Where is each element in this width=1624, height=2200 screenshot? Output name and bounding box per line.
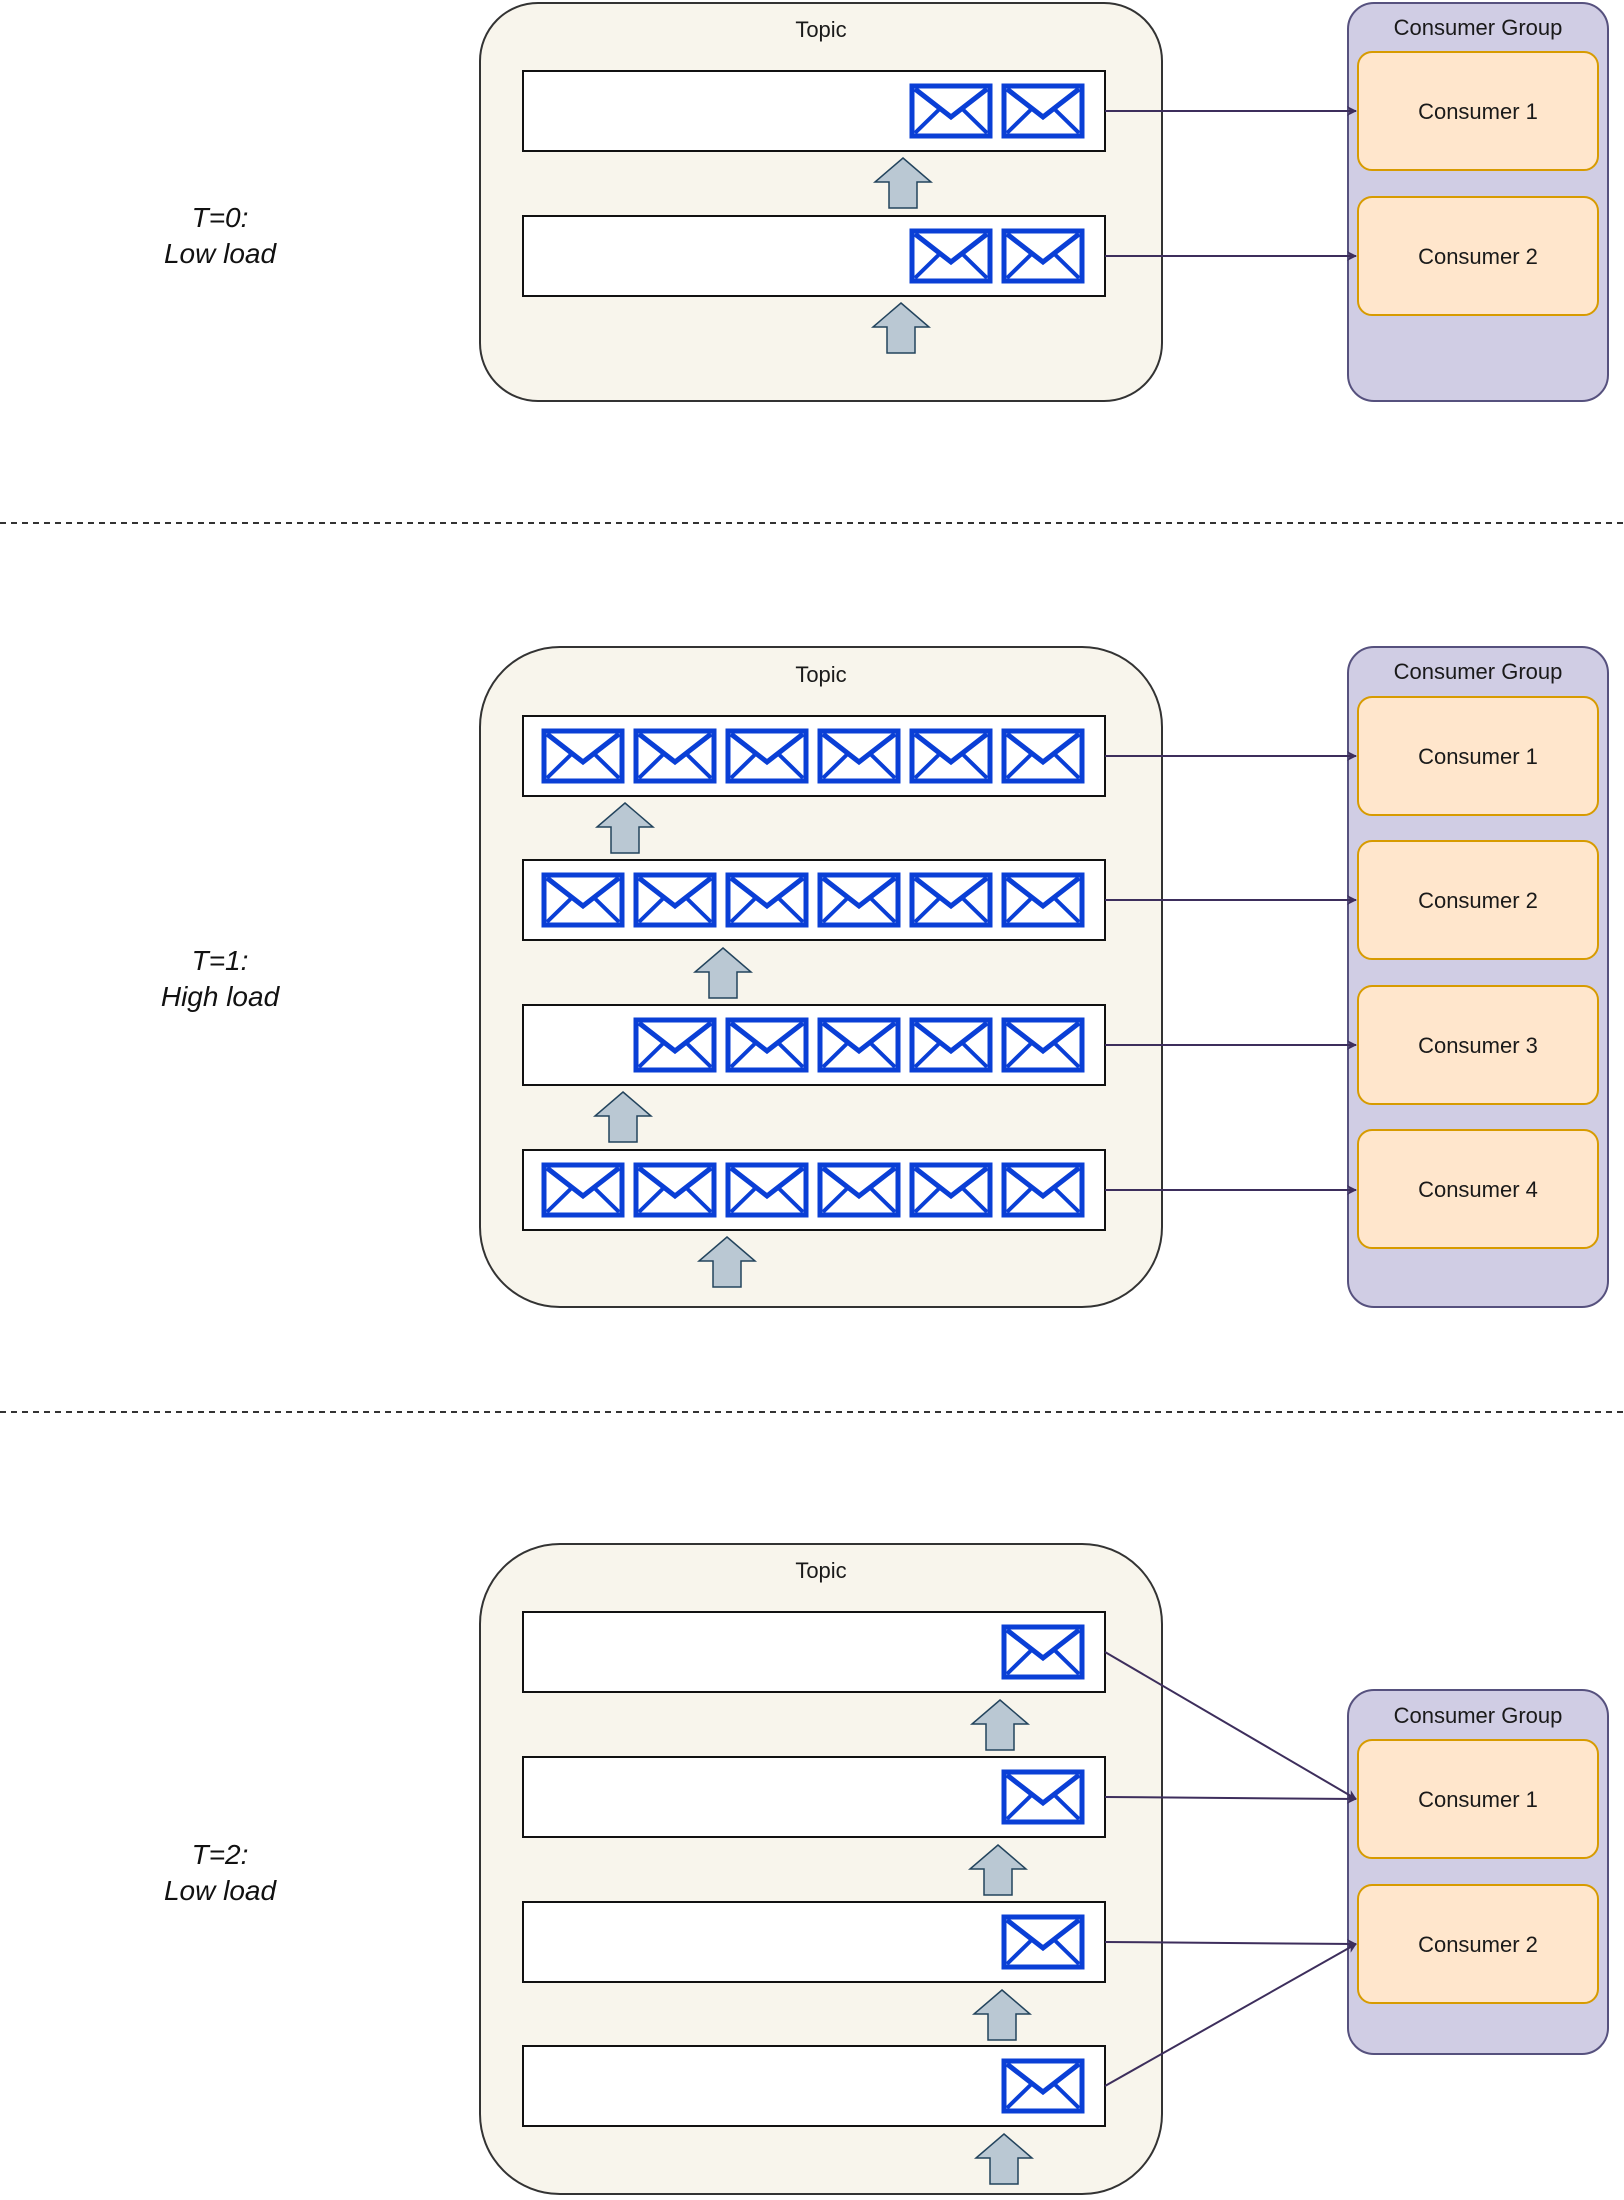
load-label: Low load [164, 238, 278, 269]
consumer-box: Consumer 2 [1357, 196, 1599, 316]
envelope-icon [1001, 728, 1085, 784]
envelope-icon [817, 872, 901, 928]
partition [522, 859, 1106, 941]
envelope-icon [633, 872, 717, 928]
envelope-icon [725, 872, 809, 928]
load-label: High load [161, 981, 281, 1012]
connector-arrow [1104, 1943, 1357, 2087]
partition [522, 1149, 1106, 1231]
up-arrow-icon [872, 157, 934, 209]
envelope-icon [541, 1162, 625, 1218]
up-arrow-icon [967, 1844, 1029, 1896]
consumer-label: Consumer 1 [1418, 744, 1538, 769]
up-arrow-icon [969, 1699, 1031, 1751]
envelope-icon [1001, 2058, 1085, 2114]
envelope-icon [1001, 228, 1085, 284]
envelope-icon [1001, 1769, 1085, 1825]
consumer-label: Consumer 2 [1418, 1932, 1538, 1957]
envelope-icon [1001, 1017, 1085, 1073]
up-arrow-icon [594, 802, 656, 854]
consumer-group-label: Consumer Group [1394, 1703, 1563, 1728]
connector-arrow [1104, 1793, 1357, 1804]
partition [522, 715, 1106, 797]
consumer-box: Consumer 1 [1357, 51, 1599, 171]
consumer-group-label: Consumer Group [1394, 15, 1563, 40]
topic-container [479, 2, 1163, 402]
topic-label: Topic [795, 662, 846, 687]
envelope-icon [541, 728, 625, 784]
up-arrow-icon [973, 2133, 1035, 2185]
up-arrow-icon [971, 1989, 1033, 2041]
envelope-icon [909, 872, 993, 928]
partition [522, 215, 1106, 297]
up-arrow-icon [692, 947, 754, 999]
envelope-icon [817, 1017, 901, 1073]
envelope-icon [633, 1017, 717, 1073]
partition [522, 1611, 1106, 1693]
envelope-icon [1001, 83, 1085, 139]
partition [522, 70, 1106, 152]
envelope-icon [909, 1017, 993, 1073]
envelope-icon [725, 1162, 809, 1218]
consumer-box: Consumer 4 [1357, 1129, 1599, 1249]
topic-label: Topic [795, 1558, 846, 1583]
envelope-icon [1001, 1162, 1085, 1218]
envelope-icon [909, 1162, 993, 1218]
envelope-icon [1001, 1914, 1085, 1970]
topic-label: Topic [795, 17, 846, 42]
partition [522, 2045, 1106, 2127]
envelope-icon [725, 1017, 809, 1073]
connector-arrow [1104, 1938, 1357, 1949]
consumer-box: Consumer 1 [1357, 1739, 1599, 1859]
time-label: T=2: [192, 1839, 249, 1870]
envelope-icon [725, 728, 809, 784]
envelope-icon [1001, 1624, 1085, 1680]
up-arrow-icon [696, 1236, 758, 1288]
envelope-icon [633, 728, 717, 784]
consumer-label: Consumer 2 [1418, 888, 1538, 913]
connector-arrow [1104, 1651, 1357, 1800]
envelope-icon [817, 1162, 901, 1218]
consumer-label: Consumer 4 [1418, 1177, 1538, 1202]
up-arrow-icon [592, 1091, 654, 1143]
consumer-label: Consumer 1 [1418, 99, 1538, 124]
scenario-t0: T=0: Low load Topic Consumer Group Consu… [164, 2, 1609, 402]
consumer-box: Consumer 3 [1357, 985, 1599, 1105]
envelope-icon [633, 1162, 717, 1218]
partition [522, 1901, 1106, 1983]
envelope-icon [909, 728, 993, 784]
consumer-box: Consumer 2 [1357, 840, 1599, 960]
time-label: T=0: [192, 202, 249, 233]
consumer-box: Consumer 2 [1357, 1884, 1599, 2004]
time-label: T=1: [192, 945, 249, 976]
envelope-icon [909, 83, 993, 139]
consumer-box: Consumer 1 [1357, 696, 1599, 816]
partition [522, 1756, 1106, 1838]
envelope-icon [817, 728, 901, 784]
consumer-group-label: Consumer Group [1394, 659, 1563, 684]
load-label: Low load [164, 1875, 278, 1906]
up-arrow-icon [870, 302, 932, 354]
scenario-t2: T=2: Low load Topic Consumer Group Consu… [164, 1543, 1609, 2195]
consumer-label: Consumer 2 [1418, 244, 1538, 269]
consumer-label: Consumer 3 [1418, 1033, 1538, 1058]
scenario-t1: T=1: High load Topic Consumer Group Cons… [161, 646, 1609, 1308]
partition [522, 1004, 1106, 1086]
envelope-icon [1001, 872, 1085, 928]
envelope-icon [909, 228, 993, 284]
envelope-icon [541, 872, 625, 928]
topic-container [479, 646, 1163, 1308]
consumer-label: Consumer 1 [1418, 1787, 1538, 1812]
